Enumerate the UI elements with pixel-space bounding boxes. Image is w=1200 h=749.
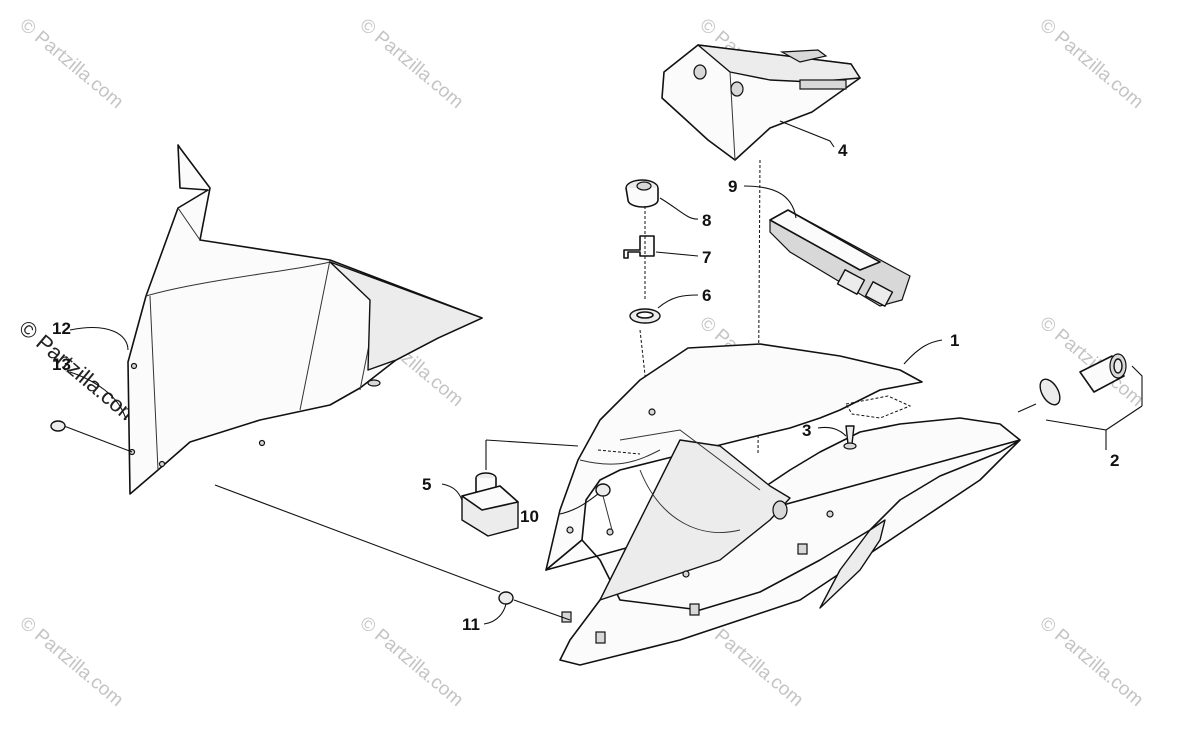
part-7-key xyxy=(623,235,699,259)
callout-10: 10 xyxy=(520,507,539,526)
part-9-gauge xyxy=(743,185,911,307)
callout-11: 11 xyxy=(462,615,480,634)
part-8-cap xyxy=(625,179,699,220)
callout-8: 8 xyxy=(702,211,711,230)
part-3-screw xyxy=(817,425,857,450)
callout-5: 5 xyxy=(422,475,431,494)
part-6-ring xyxy=(629,294,699,324)
part-11-fastener xyxy=(483,591,571,625)
part-1-hood xyxy=(545,339,1021,666)
callout-1: 1 xyxy=(950,331,959,350)
part-5-switch xyxy=(441,472,519,537)
callout-4: 4 xyxy=(838,141,848,160)
callout-labels: 1 2 3 4 5 6 7 8 9 10 11 12 13 xyxy=(52,141,1119,634)
callout-7: 7 xyxy=(702,248,711,267)
callout-12: 12 xyxy=(52,319,71,338)
callout-2: 2 xyxy=(1110,451,1119,470)
callout-9: 9 xyxy=(728,177,737,196)
part-4-cover xyxy=(661,44,861,161)
callout-13: 13 xyxy=(52,355,71,374)
callout-6: 6 xyxy=(702,286,711,305)
windshield xyxy=(50,144,483,495)
callout-3: 3 xyxy=(802,421,811,440)
part-10-screw xyxy=(559,483,613,531)
part-2-socket xyxy=(1017,353,1143,450)
